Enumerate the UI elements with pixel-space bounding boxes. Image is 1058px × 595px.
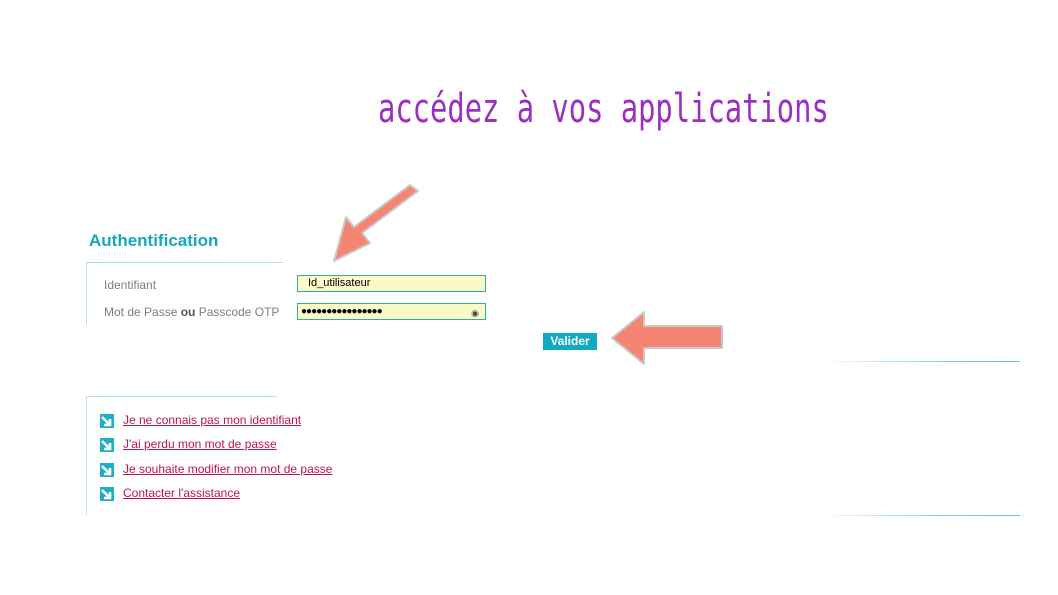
username-label: Identifiant: [104, 278, 157, 292]
password-label-or: ou: [180, 305, 196, 319]
username-value: Id_utilisateur: [308, 277, 371, 289]
link-forgot-password[interactable]: J'ai perdu mon mot de passe: [123, 437, 277, 452]
eye-icon[interactable]: ◉: [471, 308, 479, 318]
pointer-arrow-icon: [611, 311, 723, 365]
username-input[interactable]: Id_utilisateur: [297, 275, 486, 292]
password-input[interactable]: ●●●●●●●●●●●●●●●● ◉: [297, 303, 486, 320]
divider-bottom: [820, 515, 1020, 516]
arrow-down-right-icon: [100, 414, 114, 428]
login-panel-border: [86, 262, 283, 325]
password-label-part2: Passcode OTP: [198, 305, 280, 319]
arrow-down-right-icon: [100, 462, 114, 477]
password-label: Mot de Passe ou Passcode OTP: [104, 305, 279, 319]
links-panel-border: [86, 396, 277, 515]
auth-title: Authentification: [89, 231, 219, 250]
arrow-down-right-icon: [100, 486, 114, 501]
pointer-arrow-icon: [333, 184, 419, 262]
password-label-part1: Mot de Passe: [104, 305, 178, 319]
submit-button[interactable]: Valider: [543, 333, 597, 350]
link-forgot-username[interactable]: Je ne connais pas mon identifiant: [123, 413, 302, 427]
link-change-password[interactable]: Je souhaite modifier mon mot de passe: [123, 461, 333, 476]
password-value: ●●●●●●●●●●●●●●●●: [301, 306, 383, 317]
divider-top: [820, 361, 1020, 362]
link-contact-support[interactable]: Contacter l'assistance: [123, 485, 241, 500]
arrow-down-right-icon: [100, 438, 114, 453]
page-heading: accédez à vos applications: [378, 86, 829, 132]
